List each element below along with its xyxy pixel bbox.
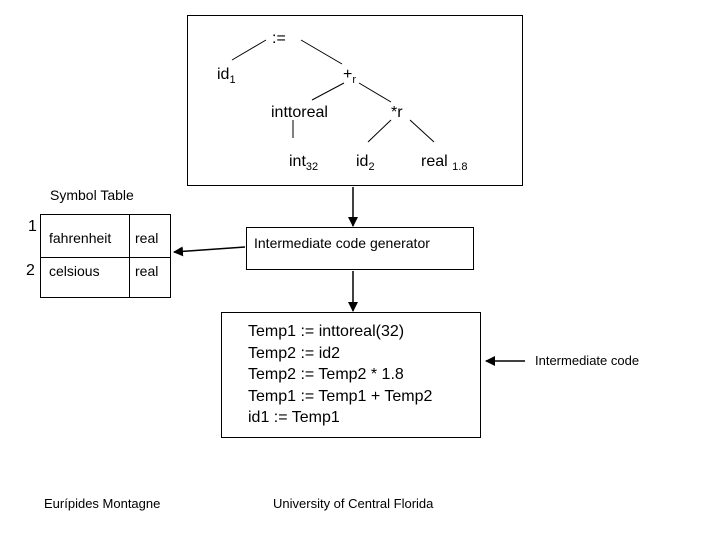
intermediate-code-generator-label: Intermediate code generator xyxy=(254,235,430,251)
tree-node-id2: id2 xyxy=(356,153,375,173)
footer-institution: University of Central Florida xyxy=(273,496,434,511)
code-line: Temp1 := inttoreal(32) xyxy=(248,323,405,340)
code-line: Temp2 := id2 xyxy=(248,344,341,362)
intermediate-code-label: Intermediate code xyxy=(535,353,640,368)
edge-plus-inttoreal xyxy=(311,82,345,101)
intermediate-code-lines: Temp1 := inttoreal(32) Temp2 := id2 Temp… xyxy=(248,321,432,429)
code-line: Temp2 := Temp2 * 1.8 xyxy=(248,366,404,383)
tree-node-assign: := xyxy=(272,30,286,47)
tree-node-plus-r: +r xyxy=(343,66,357,86)
tree-node-int32: int32 xyxy=(289,153,319,173)
footer-author: Eurípides Montagne xyxy=(44,496,161,511)
tree-node-times-r: *r xyxy=(391,104,403,121)
symbol-table-column-divider xyxy=(129,215,130,297)
intermediate-code-box: Temp1 := inttoreal(32) Temp2 := id2 Temp… xyxy=(221,312,481,438)
edge-plus-times xyxy=(358,82,392,103)
symbol-table-cell-type-1: real xyxy=(135,230,159,246)
symbol-table-row-index-1: 1 xyxy=(28,218,37,235)
arrow-generator-to-symtab xyxy=(173,246,246,257)
symbol-table-title: Symbol Table xyxy=(50,187,134,203)
tree-node-id1: id1 xyxy=(217,66,236,86)
code-line: id1 := Temp1 xyxy=(248,409,340,426)
code-line: Temp1 := Temp1 + Temp2 xyxy=(248,387,433,405)
symbol-table-cell-name-1: fahrenheit xyxy=(49,230,112,246)
tree-node-real: real 1.8 xyxy=(421,153,468,173)
symbol-table-cell-name-2: celsious xyxy=(49,263,100,279)
syntax-tree-box xyxy=(187,15,523,186)
symbol-table-row-index-2: 2 xyxy=(26,262,35,279)
intermediate-code-generator-box: Intermediate code generator xyxy=(246,227,474,270)
symbol-table-row-divider xyxy=(41,257,170,258)
edge-times-id2 xyxy=(367,119,392,143)
edge-assign-plus xyxy=(300,39,343,65)
symbol-table: fahrenheit real celsious real xyxy=(40,214,171,298)
symbol-table-cell-type-2: real xyxy=(135,263,159,279)
tree-node-inttoreal: inttoreal xyxy=(271,104,328,121)
edge-times-real xyxy=(409,119,435,143)
edge-assign-id1 xyxy=(231,39,267,61)
